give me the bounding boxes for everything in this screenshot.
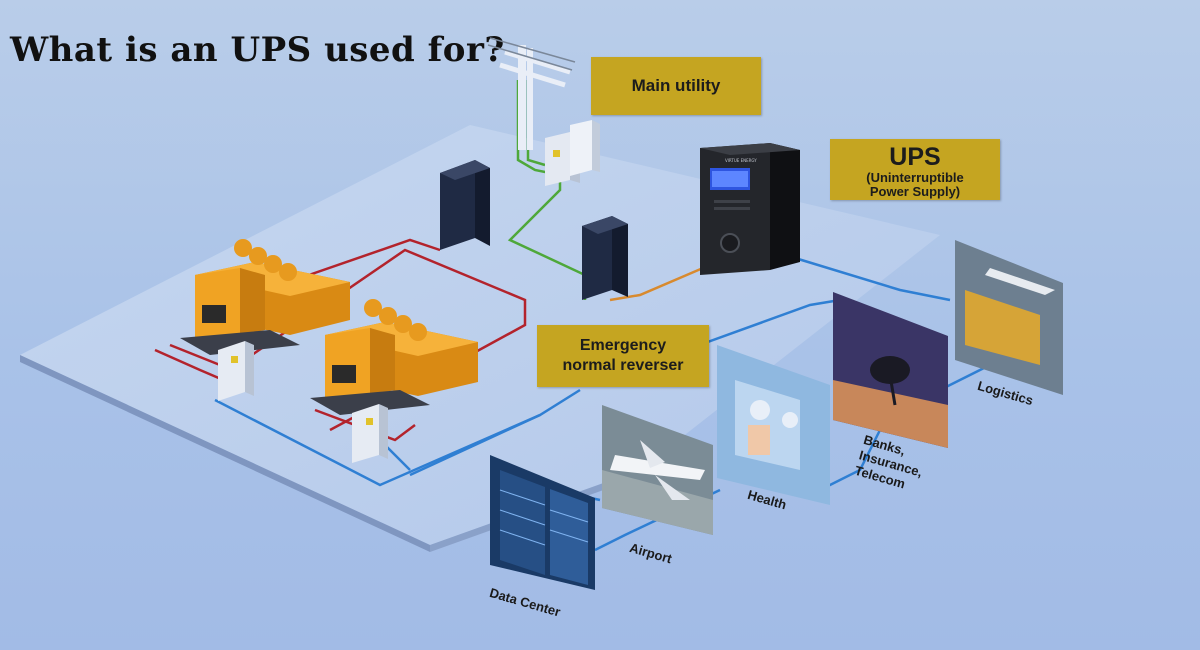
- generator-switch-box-2: [352, 404, 388, 463]
- page-title: What is an UPS used for?: [10, 30, 505, 70]
- ups-unit: VIRTUE ENERGY: [700, 143, 800, 275]
- card-banks: [833, 292, 948, 448]
- ups-feed-wire: [609, 263, 711, 302]
- generator-2: [310, 299, 478, 415]
- ups-subtitle-line2: Power Supply): [869, 184, 961, 199]
- card-data-center: [490, 455, 595, 590]
- main-utility-label: Main utility: [591, 57, 761, 115]
- emergency-reverser-label: Emergency normal reverser: [537, 325, 709, 387]
- utility-pole: [487, 37, 576, 150]
- ups-label: UPS (Uninterruptible Power Supply): [830, 139, 1000, 200]
- utility-switch-boxes: [545, 120, 600, 186]
- emergency-line2: normal reverser: [562, 357, 684, 374]
- card-health: [717, 345, 830, 505]
- switch-cabinet-front: [582, 216, 628, 300]
- generator-switch-box-1: [218, 341, 254, 401]
- ups-brand-text: VIRTUE ENERGY: [725, 158, 757, 163]
- card-logistics: [955, 240, 1063, 395]
- generator-1: [180, 239, 350, 355]
- ups-subtitle-line1: (Uninterruptible: [866, 170, 964, 185]
- card-airport: [602, 405, 713, 535]
- emergency-line1: Emergency: [579, 337, 667, 354]
- ups-title: UPS: [889, 143, 941, 171]
- switch-cabinet-rear: [440, 160, 490, 250]
